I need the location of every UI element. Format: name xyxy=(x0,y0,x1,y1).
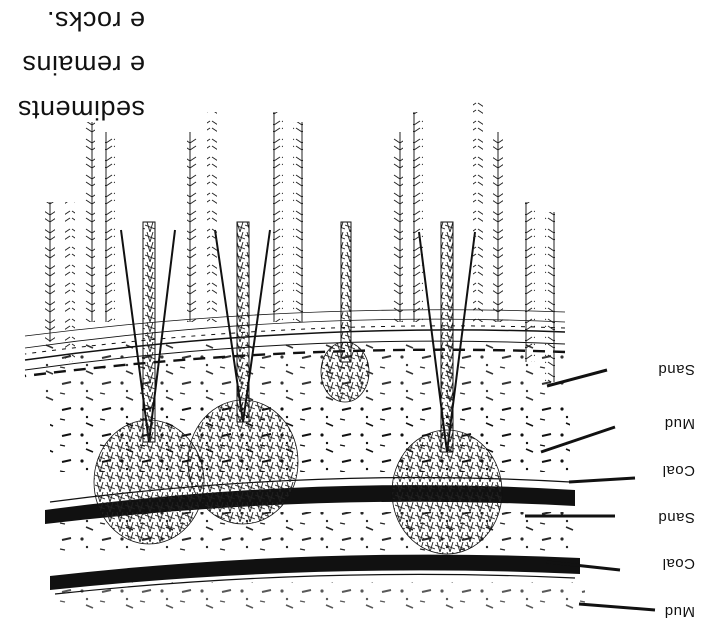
fossil-plants xyxy=(45,102,555,554)
leader-line xyxy=(579,604,655,610)
caption-line-2: e remains xyxy=(22,49,145,80)
leader-line xyxy=(569,478,635,482)
caption-line-1: sediments xyxy=(17,94,145,125)
label-mud-top: Mud xyxy=(664,603,695,620)
horsetail-plant xyxy=(85,122,204,544)
caption-line-3: e rocks. xyxy=(46,5,145,36)
horsetail-plant xyxy=(392,102,503,554)
label-coal-lower: Coal xyxy=(662,462,695,479)
label-mud-lower: Mud xyxy=(664,415,695,432)
label-sand-middle: Sand xyxy=(658,509,695,526)
label-coal-top: Coal xyxy=(662,555,695,572)
label-sand-bottom: Sand xyxy=(658,361,695,378)
